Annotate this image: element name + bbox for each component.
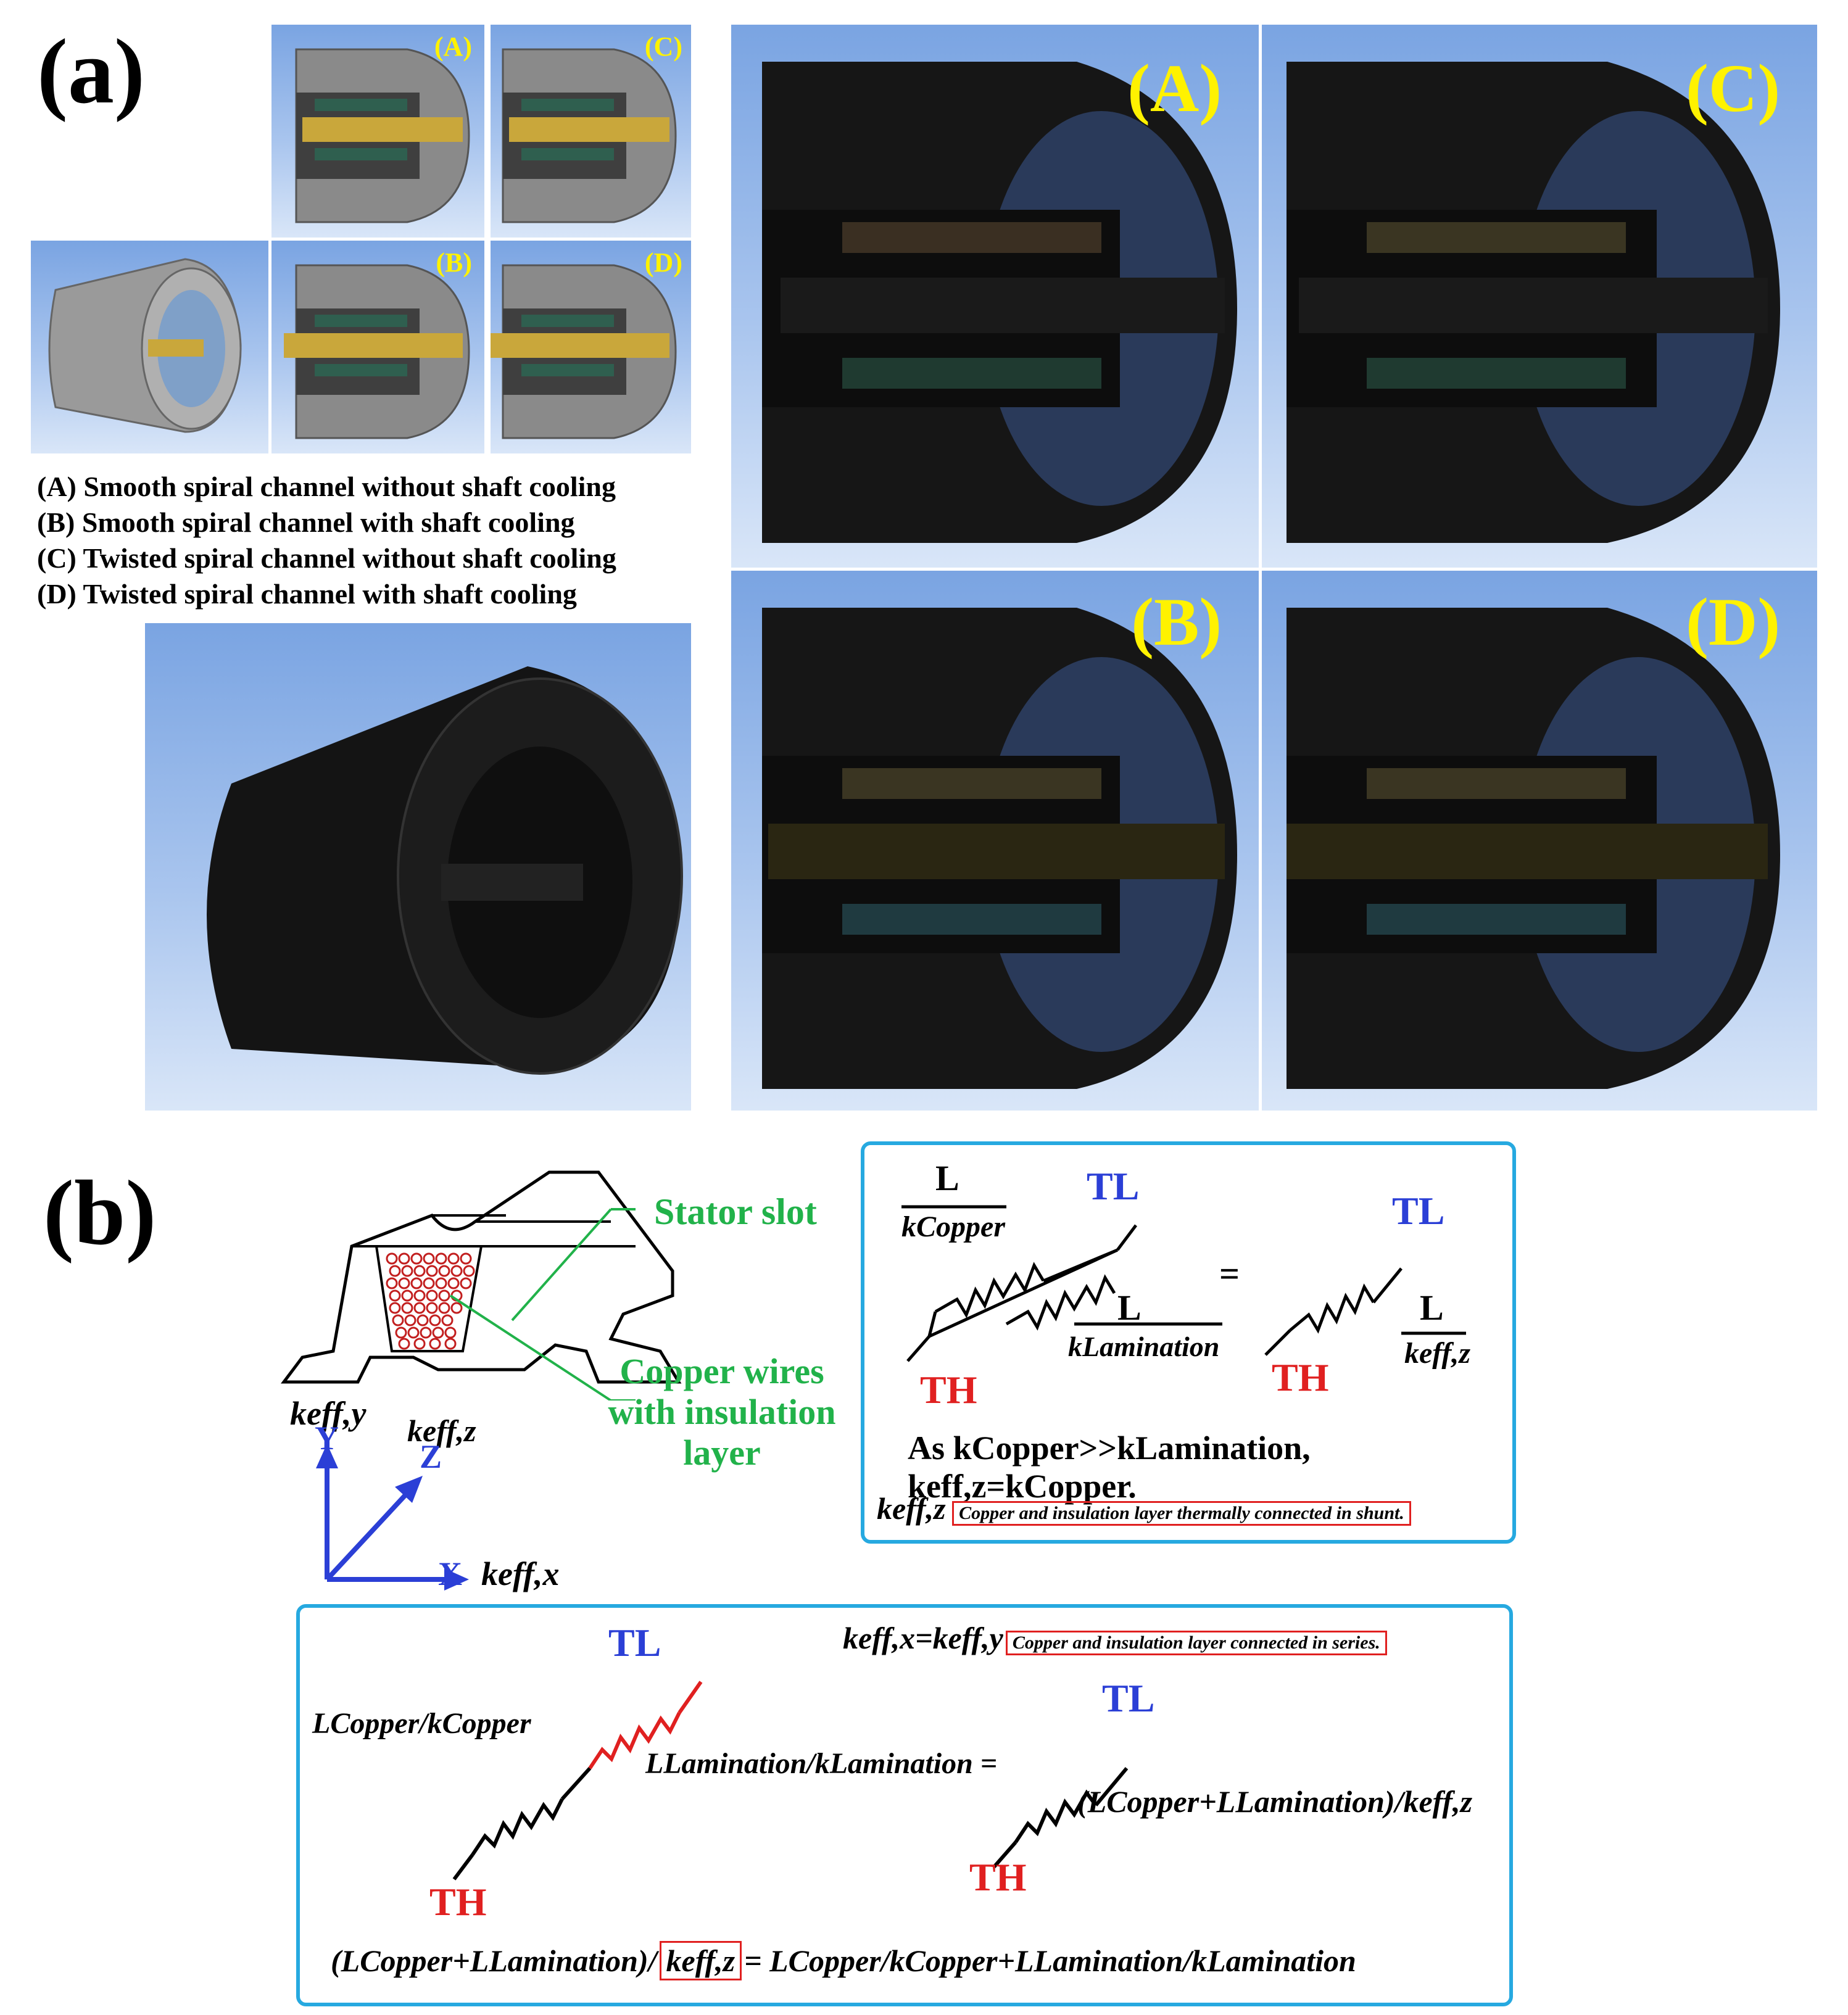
box1-TH-left: TH (920, 1368, 977, 1412)
box1-note: Copper and insulation layer thermally co… (952, 1501, 1411, 1526)
legend-item: (C) Twisted spiral channel without shaft… (37, 542, 616, 574)
box2-header-row: keff,x=keff,y Copper and insulation laye… (843, 1620, 1387, 1656)
box2-bottom-boxed: keff,z (659, 1941, 742, 1980)
box2-TL-left: TL (608, 1621, 661, 1665)
mesh-A: (A) (731, 25, 1259, 568)
box1-L-right: L (1420, 1288, 1444, 1328)
render-small-D: (D) (491, 241, 691, 453)
box2-TL-right: TL (1102, 1676, 1155, 1720)
big-tag-B: (B) (1131, 584, 1222, 660)
box1-k-lamination: kLamination (1068, 1331, 1220, 1362)
box2-TH-left: TH (429, 1880, 487, 1924)
box2-bottom-right: = LCopper/kCopper+LLamination/kLaminatio… (744, 1943, 1356, 1978)
copper-wires-icon (386, 1252, 475, 1350)
box2-bottom-row: (LCopper+LLamination)/ keff,z = LCopper/… (331, 1941, 1356, 1980)
meshed-cutaway-icon (762, 62, 1237, 543)
box1-equals: = (1219, 1254, 1240, 1294)
box2-TH-right: TH (969, 1855, 1027, 1899)
render-small-A: (A) (271, 25, 484, 238)
legend-item: (B) Smooth spiral channel with shaft coo… (37, 507, 575, 538)
big-tag-D: (D) (1686, 584, 1780, 660)
small-tag-C: (C) (644, 31, 682, 62)
motor-housing-icon (48, 258, 242, 433)
box2-note: Copper and insulation layer connected in… (1005, 1631, 1387, 1655)
motor-cutaway-icon (502, 48, 677, 223)
legend: (A) Smooth spiral channel without shaft … (37, 469, 703, 612)
k-eff-x-label: keff,x (481, 1555, 560, 1592)
box2-L-lamination: LLamination/kLamination = (645, 1747, 998, 1780)
box2-L-copper: LCopper/kCopper (312, 1707, 531, 1740)
panel-b-label: (b) (43, 1162, 157, 1264)
box1-TL-left: TL (1087, 1164, 1140, 1208)
meshed-cutaway-icon (762, 608, 1237, 1089)
render-small-B: (B) (271, 241, 484, 453)
series-equation-box: keff,x=keff,y Copper and insulation laye… (296, 1604, 1513, 2006)
parallel-resistor-diagram (901, 1205, 1466, 1362)
panel-a-label: (a) (37, 20, 145, 123)
legend-item: (D) Twisted spiral channel with shaft co… (37, 578, 577, 610)
stator-slot-diagram (281, 1170, 682, 1401)
render-small-C: (C) (491, 25, 691, 238)
motor-cutaway-icon (295, 48, 470, 223)
box1-note-row: keff,z Copper and insulation layer therm… (877, 1491, 1411, 1526)
box1-note-prefix: keff,z (877, 1491, 946, 1526)
axis-x-label: X (438, 1555, 462, 1592)
copper-wires-label: Copper wires with insulation layer (608, 1351, 836, 1473)
box1-k-eff-z: keff,z (1404, 1337, 1471, 1370)
meshed-cutaway-icon (1287, 62, 1780, 543)
mesh-D: (D) (1262, 571, 1817, 1111)
big-tag-A: (A) (1127, 51, 1222, 126)
big-tag-C: (C) (1686, 51, 1780, 126)
box1-as-line: As kCopper>>kLamination, keff,z=kCopper. (908, 1430, 1311, 1505)
motor-cutaway-icon (284, 264, 470, 439)
mesh-B: (B) (731, 571, 1259, 1111)
box2-bottom-left: (LCopper+LLamination)/ (331, 1943, 657, 1978)
k-eff-y-label: keff,y (290, 1395, 367, 1432)
k-eff-z-label: keff,z (407, 1413, 476, 1448)
box2-right-expr: (LCopper+LLamination)/keff,z (1077, 1784, 1473, 1819)
box1-TL-right: TL (1392, 1189, 1445, 1233)
legend-item: (A) Smooth spiral channel without shaft … (37, 471, 616, 502)
box1-TH-right: TH (1272, 1355, 1329, 1399)
box1-L-top: L (935, 1158, 959, 1198)
mesh-C: (C) (1262, 25, 1817, 568)
axis-y-label: Y (315, 1420, 339, 1457)
shunt-equation-box: L kCopper TL L kLamination TH = TL L kef… (861, 1141, 1516, 1544)
small-tag-B: (B) (436, 247, 472, 278)
mesh-housing (145, 623, 691, 1111)
motor-cutaway-icon (491, 264, 677, 439)
render-housing (31, 241, 268, 453)
box1-k-copper: kCopper (901, 1210, 1005, 1243)
small-tag-A: (A) (434, 31, 472, 62)
stator-slot-label: Stator slot (654, 1191, 817, 1232)
box2-header-eq: keff,x=keff,y (843, 1621, 1003, 1655)
meshed-housing-icon (207, 666, 683, 1075)
axis-z-label: Z (420, 1438, 442, 1475)
coordinate-axes-icon (316, 1444, 469, 1591)
box1-L-mid: L (1117, 1288, 1142, 1328)
meshed-cutaway-icon (1287, 608, 1780, 1089)
series-resistor-diagram (452, 1681, 1129, 1881)
small-tag-D: (D) (644, 247, 682, 278)
